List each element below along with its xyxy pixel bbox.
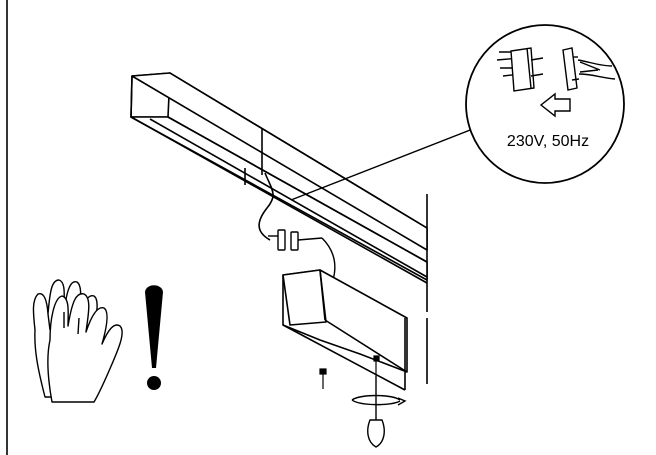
voltage-label: 230V, 50Hz	[507, 133, 589, 150]
connector-plug-right-icon	[562, 47, 616, 91]
supply-cable	[258, 172, 274, 241]
exclamation-warning-icon	[145, 285, 163, 390]
gloves-icon	[32, 279, 123, 403]
connector-plug-left-icon	[496, 47, 544, 92]
callout-leader	[290, 124, 484, 201]
insert-arrow-icon	[539, 92, 571, 118]
screwdriver-icon	[351, 376, 407, 448]
connector-plug-icon	[268, 229, 336, 281]
luminaire-body	[130, 72, 428, 284]
callout-detail: 230V, 50Hz	[465, 24, 625, 184]
screw-icon	[319, 355, 380, 389]
cover-box	[282, 269, 408, 391]
